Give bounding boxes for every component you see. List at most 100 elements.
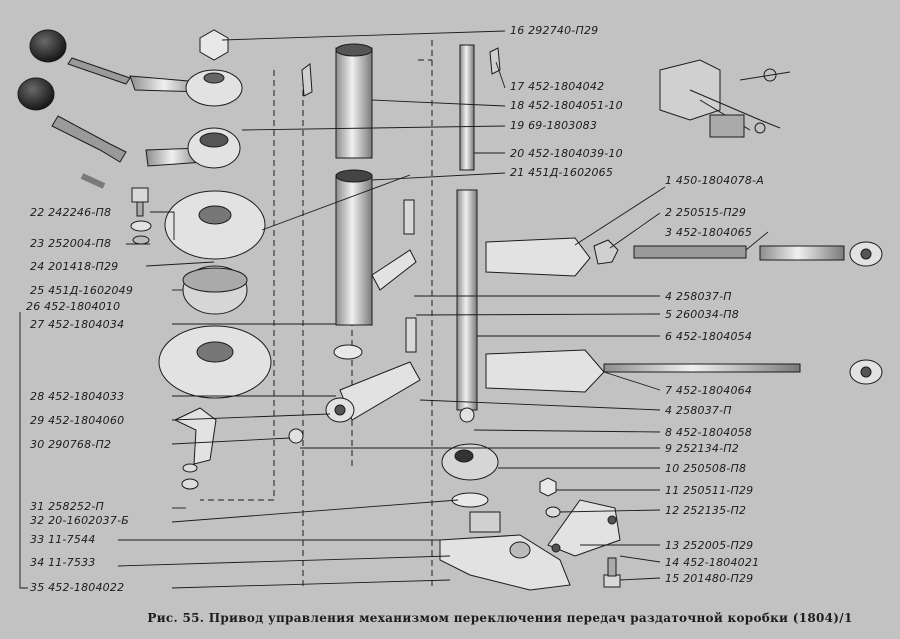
- shift-knob-upper: [29, 29, 67, 63]
- callout-number: 1: [665, 174, 673, 187]
- leader-18: [371, 99, 506, 107]
- figure-caption: Рис. 55. Привод управления механизмом пе…: [147, 611, 853, 625]
- leader-17: [495, 61, 506, 89]
- callout-part-code: 452-1804010: [44, 300, 121, 313]
- callout-number: 11: [665, 484, 680, 497]
- callout-label: 32 20-1602037-Б: [30, 514, 129, 527]
- callout-part-code: 242246-П8: [48, 206, 112, 219]
- flange-upper: [164, 190, 266, 260]
- callout-number: 9: [665, 442, 673, 455]
- callout-part-code: 290768-П2: [48, 438, 112, 451]
- leader-21: [371, 172, 506, 181]
- leader-14: [619, 555, 661, 563]
- threaded-rod-lower: [51, 115, 127, 163]
- callout-part-code: 252004-П8: [48, 237, 112, 250]
- shift-knob-lower: [17, 77, 55, 111]
- callout-part-code: 451Д-1602049: [48, 284, 134, 297]
- callout-part-code: 250508-П8: [683, 462, 747, 475]
- callout-number: 13: [665, 539, 680, 552]
- bracket-26-35: [19, 312, 28, 589]
- leader-29: [171, 413, 331, 421]
- callout-label: 16 292740-П29: [510, 24, 598, 37]
- callout-number: 17: [510, 80, 525, 93]
- callout-number: 21: [510, 166, 525, 179]
- callout-part-code: 11-7544: [48, 533, 96, 546]
- callout-label: 31 258252-П: [30, 500, 104, 513]
- callout-part-code: 258037-П: [675, 404, 732, 417]
- callout-label: 35 452-1804022: [30, 581, 124, 594]
- spring-ring: [451, 492, 489, 508]
- callout-label: 4 258037-П: [665, 290, 732, 303]
- leader-22: [150, 211, 175, 240]
- callout-label: 3 452-1804065: [665, 226, 752, 239]
- callout-part-code: 452-1804042: [528, 80, 605, 93]
- ball-stud: [288, 428, 304, 444]
- callout-part-code: 452-1804060: [48, 414, 125, 427]
- pin-upper: [403, 199, 415, 235]
- washer-small: [130, 220, 152, 232]
- callout-label: 34 11-7533: [30, 556, 95, 569]
- callout-label: 11 250511-П29: [665, 484, 753, 497]
- callout-label: 25 451Д-1602049: [30, 284, 133, 297]
- callout-number: 4: [665, 290, 673, 303]
- inset-assembly-sketch: [659, 59, 791, 138]
- callout-label: 19 69-1803083: [510, 119, 597, 132]
- bolt-15: [603, 574, 621, 588]
- callout-number: 4: [665, 404, 673, 417]
- leader-2: [609, 212, 661, 249]
- callout-part-code: 20-1602037-Б: [48, 514, 129, 527]
- callout-part-code: 450-1804078-А: [675, 174, 764, 187]
- assembly-axis-left: [200, 70, 275, 501]
- callout-label: 27 452-1804034: [30, 318, 124, 331]
- leader-32: [171, 499, 459, 523]
- tube-lever: [371, 249, 417, 291]
- leader-1: [574, 186, 666, 246]
- callout-label: 7 452-1804064: [665, 384, 752, 397]
- callout-part-code: 252005-П29: [683, 539, 754, 552]
- callout-label: 26 452-1804010: [26, 300, 120, 313]
- callout-part-code: 69-1803083: [528, 119, 598, 132]
- callout-label: 30 290768-П2: [30, 438, 111, 451]
- callout-number: 3: [665, 226, 673, 239]
- ball-socket: [441, 443, 499, 481]
- callout-number: 6: [665, 330, 673, 343]
- leader-3: [745, 231, 769, 251]
- callout-part-code: 260034-П8: [675, 308, 739, 321]
- callout-number: 20: [510, 147, 525, 160]
- callout-label: 9 252134-П2: [665, 442, 739, 455]
- callout-label: 23 252004-П8: [30, 237, 111, 250]
- set-screw: [80, 173, 106, 189]
- callout-number: 23: [30, 237, 45, 250]
- callout-label: 29 452-1804060: [30, 414, 124, 427]
- leader-19: [241, 125, 506, 131]
- callout-label: 28 452-1804033: [30, 390, 124, 403]
- callout-part-code: 452-1804021: [683, 556, 760, 569]
- callout-part-code: 258037-П: [675, 290, 732, 303]
- callout-label: 2 250515-П29: [665, 206, 746, 219]
- upper-lever-hub: [185, 69, 243, 107]
- callout-label: 10 250508-П8: [665, 462, 746, 475]
- cap-nut: [199, 29, 229, 61]
- callout-number: 5: [665, 308, 673, 321]
- callout-number: 15: [665, 572, 680, 585]
- callout-part-code: 252134-П2: [675, 442, 739, 455]
- callout-part-code: 452-1804065: [675, 226, 753, 239]
- rod-7: [603, 363, 801, 373]
- leader-30: [171, 437, 291, 445]
- bracket: [173, 407, 217, 465]
- leader-34: [117, 555, 451, 567]
- callout-number: 10: [665, 462, 680, 475]
- rod-3: [759, 245, 845, 261]
- block-33: [469, 511, 501, 533]
- leader-24: [145, 261, 215, 267]
- callout-number: 34: [30, 556, 45, 569]
- callout-number: 27: [30, 318, 45, 331]
- key-left: [301, 63, 313, 97]
- threaded-rod-upper: [67, 57, 131, 85]
- callout-number: 30: [30, 438, 45, 451]
- leader-8: [473, 429, 661, 433]
- fork-lower: [485, 349, 605, 393]
- callout-label: 12 252135-П2: [665, 504, 746, 517]
- leader-4b: [419, 399, 661, 411]
- leader-16: [221, 30, 506, 41]
